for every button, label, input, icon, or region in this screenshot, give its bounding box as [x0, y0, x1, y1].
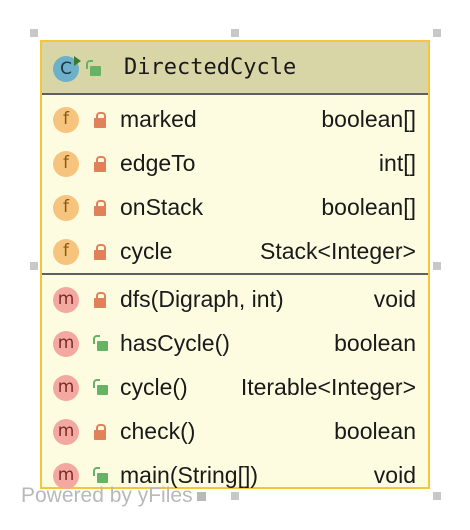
field-row[interactable]: f edgeTo int[]: [42, 141, 428, 185]
method-name: dfs(Digraph, int): [120, 286, 284, 312]
method-type: void: [373, 286, 416, 312]
method-name: hasCycle(): [120, 330, 230, 356]
field-row[interactable]: f onStack boolean[]: [42, 185, 428, 229]
method-row[interactable]: m hasCycle() boolean: [42, 321, 428, 365]
resize-handle-bottom-center[interactable]: [231, 492, 239, 500]
class-name: DirectedCycle: [124, 55, 297, 80]
public-lock-icon: [93, 467, 109, 483]
resize-handle-middle-left[interactable]: [30, 262, 38, 270]
private-lock-icon: [93, 200, 107, 216]
watermark-text: Powered by yFiles: [21, 484, 193, 507]
field-icon: f: [53, 107, 79, 133]
method-icon: m: [53, 287, 79, 313]
powered-by-watermark: Powered by yFiles: [21, 484, 206, 508]
public-lock-icon: [93, 379, 109, 395]
fields-section: f marked boolean[] f edgeTo int[] f onStack bool…: [42, 95, 428, 275]
watermark-square-icon: [196, 491, 206, 501]
field-icon: f: [53, 151, 79, 177]
method-name: cycle(): [120, 374, 188, 400]
field-row[interactable]: f marked boolean[]: [42, 97, 428, 141]
method-type: Iterable<Integer>: [240, 374, 416, 400]
field-row[interactable]: f cycle Stack<Integer>: [42, 229, 428, 273]
public-lock-icon: [86, 60, 102, 76]
field-icon: f: [53, 239, 79, 265]
private-lock-icon: [93, 244, 107, 260]
private-lock-icon: [93, 156, 107, 172]
resize-handle-top-right[interactable]: [433, 29, 441, 37]
method-icon: m: [53, 419, 79, 445]
method-type: void: [373, 462, 416, 488]
field-name: marked: [120, 106, 197, 132]
field-type: Stack<Integer>: [260, 238, 416, 264]
class-icon: C: [53, 56, 81, 82]
method-type: boolean: [334, 418, 416, 444]
uml-class-node[interactable]: C DirectedCycle f marked boolean[] f edgeTo i…: [40, 40, 430, 489]
method-row[interactable]: m main(String[]) void: [42, 453, 428, 497]
resize-handle-middle-right[interactable]: [433, 262, 441, 270]
resize-handle-bottom-right[interactable]: [433, 492, 441, 500]
class-header: C DirectedCycle: [42, 42, 428, 95]
method-icon: m: [53, 331, 79, 357]
private-lock-icon: [93, 112, 107, 128]
resize-handle-top-left[interactable]: [30, 29, 38, 37]
field-name: onStack: [120, 194, 204, 220]
method-row[interactable]: m cycle() Iterable<Integer>: [42, 365, 428, 409]
field-icon: f: [53, 195, 79, 221]
method-name: check(): [120, 418, 196, 444]
field-type: boolean[]: [321, 194, 416, 220]
method-name: main(String[]): [120, 462, 259, 488]
method-type: boolean: [334, 330, 416, 356]
method-icon: m: [53, 375, 79, 401]
method-icon: m: [53, 463, 79, 489]
method-row[interactable]: m dfs(Digraph, int) void: [42, 277, 428, 321]
field-type: boolean[]: [321, 106, 416, 132]
private-lock-icon: [93, 292, 107, 308]
class-arrow-icon: [74, 56, 81, 66]
methods-section: m dfs(Digraph, int) void m hasCycle() boolean…: [42, 275, 428, 497]
field-name: edgeTo: [120, 150, 196, 176]
private-lock-icon: [93, 424, 107, 440]
public-lock-icon: [93, 335, 109, 351]
field-name: cycle: [120, 238, 173, 264]
field-type: int[]: [378, 150, 416, 176]
resize-handle-top-center[interactable]: [231, 29, 239, 37]
method-row[interactable]: m check() boolean: [42, 409, 428, 453]
